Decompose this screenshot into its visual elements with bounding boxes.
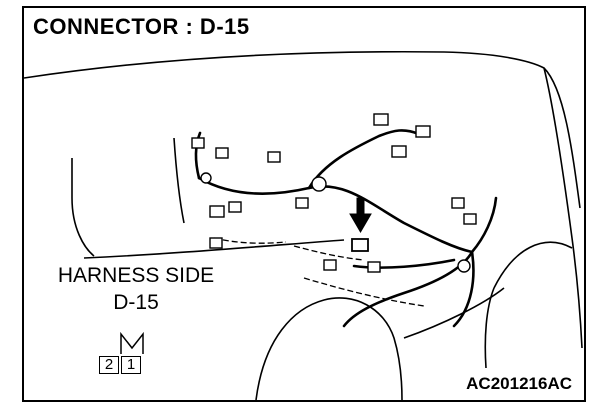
connector-shape [367, 261, 381, 273]
connector-shape [228, 201, 242, 213]
harness-illustration [24, 50, 583, 400]
harness-main [197, 176, 474, 254]
body-outline-rear [543, 67, 583, 349]
connector-shape [323, 259, 337, 271]
harness-side-text: HARNESS SIDE [57, 264, 215, 287]
harness-dashed-lower [303, 277, 425, 307]
pin-2-cell: 2 [99, 356, 119, 374]
connector-shape [373, 113, 389, 126]
d15-locator-arrow [349, 197, 372, 233]
body-outline-upper [24, 50, 581, 209]
wheel-arch-rear [484, 241, 573, 369]
harness-branch-top [307, 129, 421, 190]
connector-face-symbol [120, 331, 144, 354]
harness-dashed-front [213, 237, 287, 244]
connector-shape [391, 145, 407, 158]
harness-floor-run [352, 258, 456, 269]
floor-line [83, 239, 345, 259]
diagram-frame: CONNECTOR : D-15 HARNESS SIDE D-15 2 1 A… [22, 6, 586, 402]
figure-reference-code: AC201216AC [466, 374, 572, 393]
harness-side-label: HARNESS SIDE D-15 [38, 262, 234, 316]
connector-shape [191, 137, 205, 149]
connector-shape [463, 213, 477, 225]
connector-d15-shape [351, 238, 369, 252]
connector-id-text: D-15 [113, 291, 159, 314]
connector-shape [415, 125, 431, 138]
connector-shape [451, 197, 465, 209]
connector-shape [215, 147, 229, 159]
sill-line [403, 287, 505, 339]
connector-shape [209, 237, 223, 249]
harness-branch-cowl [194, 131, 202, 180]
connector-title: CONNECTOR : D-15 [33, 14, 250, 39]
connector-shape [295, 197, 309, 209]
wheel-arch-front [255, 297, 403, 400]
grommet-shape [457, 259, 471, 273]
connector-shape [267, 151, 281, 163]
firewall-line [173, 137, 185, 224]
grommet-shape [311, 176, 327, 192]
pin-1-cell: 1 [121, 356, 141, 374]
harness-dashed-mid [293, 245, 365, 261]
body-outline-left [71, 158, 95, 257]
connector-shape [209, 205, 225, 218]
connector-pin-face: 2 1 [99, 330, 143, 374]
harness-rear-lower [452, 250, 475, 328]
grommet-shape [200, 172, 212, 184]
